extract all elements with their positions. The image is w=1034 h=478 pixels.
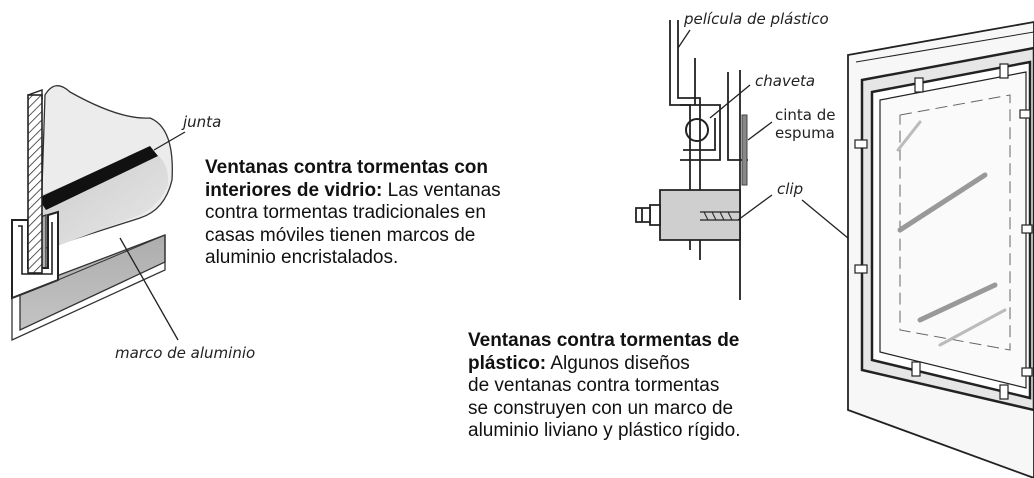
cinta-de-espuma-label: cinta de espuma [775,106,836,142]
plastic-frame-section-illustration [635,20,861,300]
glass-body-line5: aluminio encristalados. [205,247,399,268]
plastic-body-line4: se construyen con un marco de [468,397,734,419]
plastic-body-line2: Algunos diseños [546,352,690,374]
chaveta-label: chaveta [755,72,816,90]
glass-window-description: Ventanas contra tormentas con interiores… [205,157,585,270]
plastic-body-line5: aluminio liviano y plástico rígido. [468,420,741,441]
glass-body-line2: Las ventanas [382,179,501,201]
plastic-body-line3: de ventanas contra tormentas [468,375,720,396]
junta-label: junta [183,113,222,131]
gasket-band [38,146,158,210]
pelicula-de-plastico-label: película de plástico [684,10,829,28]
clip-label: clip [777,180,804,198]
plastic-window-description: Ventanas contra tormentas de plástico: A… [468,330,838,443]
cinta-line-1: cinta de [775,106,836,124]
glass-body-line4: casas móviles tienen marcos de [205,224,476,246]
glass-body-line3: contra tormentas tradicionales en [205,202,486,223]
glass-sheet-hatched [27,94,43,274]
plastic-title-line1: Ventanas contra tormentas de [468,330,740,351]
marco-leader [119,237,179,341]
marco-de-aluminio-label: marco de aluminio [115,344,256,362]
glass-title-line2: interiores de vidrio: [205,179,383,201]
glass-frame-illustration [11,85,186,342]
cinta-line-2: espuma [775,124,835,142]
plastic-title-line2: plástico: [468,352,547,374]
junta-leader [153,131,186,151]
glass-title-line1: Ventanas contra tormentas con [205,157,488,178]
plastic-window-perspective-illustration [847,21,1034,478]
